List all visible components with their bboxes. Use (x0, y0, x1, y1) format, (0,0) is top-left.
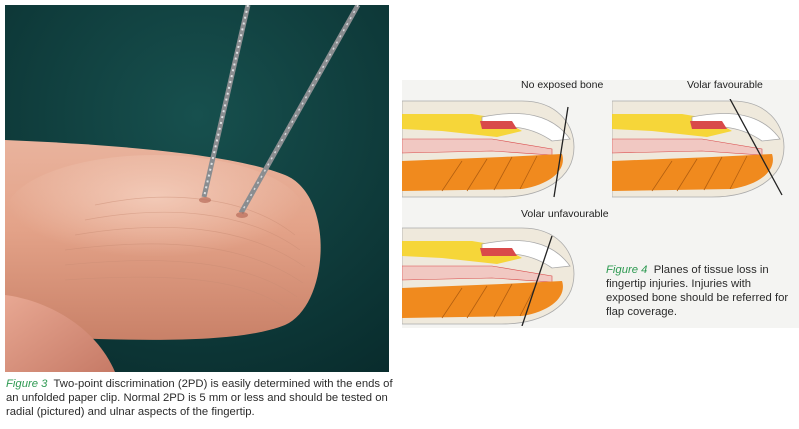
diagram-volar-unfavourable (401, 226, 580, 331)
figure3-caption: Figure 3 Two-point discrimination (2PD) … (6, 377, 398, 419)
diagram-volar-favourable (611, 98, 790, 204)
figure4-text: Planes of tissue loss in fingertip injur… (606, 264, 789, 318)
figure4-caption: Figure 4 Planes of tissue loss in finger… (606, 263, 794, 319)
diagram-label-volar-unfavourable: Volar unfavourable (521, 208, 609, 220)
figure3-label: Figure 3 (6, 378, 48, 390)
diagram-no-exposed-bone (401, 99, 580, 204)
fingertip-photo (5, 5, 389, 372)
diagram-label-no-exposed-bone: No exposed bone (521, 79, 604, 91)
figure4-label: Figure 4 (606, 264, 648, 276)
figure3-text: Two-point discrimination (2PD) is easily… (6, 378, 393, 418)
diagram-label-volar-favourable: Volar favourable (687, 79, 763, 91)
